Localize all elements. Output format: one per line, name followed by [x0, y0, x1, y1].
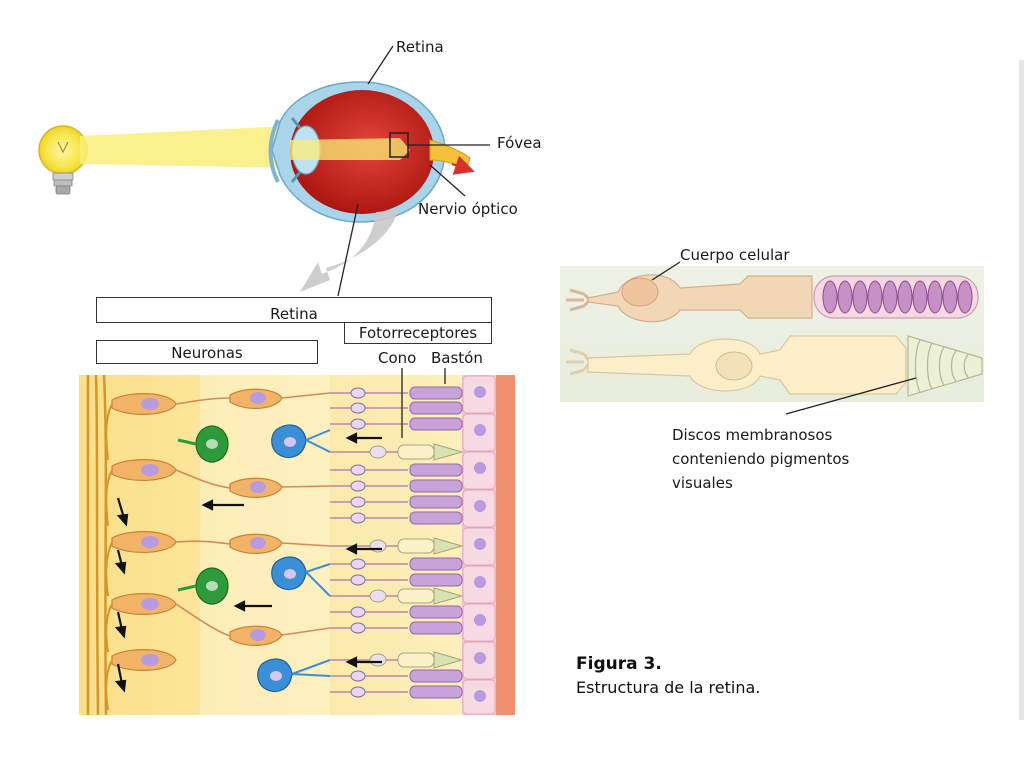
bipolar-cells — [175, 388, 331, 646]
zoom-pointer — [300, 210, 398, 292]
rod-row — [330, 386, 463, 400]
page-edge — [1019, 60, 1024, 720]
discs-leader — [785, 377, 917, 415]
retina-box-label: Retina — [270, 305, 318, 323]
figure-caption-text: Estructura de la retina. — [576, 678, 761, 697]
amacrine-cells — [177, 425, 229, 605]
signal-arrows — [114, 432, 382, 693]
cone-cell — [566, 335, 983, 397]
rod-label: Bastón — [431, 349, 483, 367]
cell-body-label: Cuerpo celular — [680, 246, 790, 264]
photoreceptor-rods — [330, 386, 463, 699]
retina-label: Retina — [396, 38, 444, 56]
optic-nerve-label: Nervio óptico — [418, 200, 518, 218]
photoreceptors-box: Fotorreceptores — [344, 322, 492, 344]
retina-leader — [367, 45, 394, 85]
cone-label: Cono — [378, 349, 417, 367]
discs-label-line2: conteniendo pigmentos — [672, 450, 850, 468]
rod-cell — [566, 274, 979, 323]
horizontal-cells — [257, 424, 331, 693]
neurons-box-label: Neuronas — [171, 344, 243, 362]
discs-label-line3: visuales — [672, 474, 733, 492]
discs-label-line1: Discos membranosos — [672, 426, 833, 444]
neurons-box: Neuronas — [96, 340, 318, 364]
photoreceptors-box-label: Fotorreceptores — [358, 324, 478, 342]
eye-cross-section — [268, 81, 475, 223]
retina-box: Retina — [96, 297, 492, 323]
ganglion-cells — [105, 393, 177, 711]
light-bulb — [38, 125, 88, 195]
fovea-label: Fóvea — [497, 134, 542, 152]
photoreceptor-detail-panel — [560, 261, 984, 415]
cell-body-leader — [651, 261, 681, 281]
figure-caption-title: Figura 3. — [576, 654, 662, 674]
retina-zoom-leader — [337, 203, 359, 297]
optic-nerve-leader — [429, 164, 466, 197]
